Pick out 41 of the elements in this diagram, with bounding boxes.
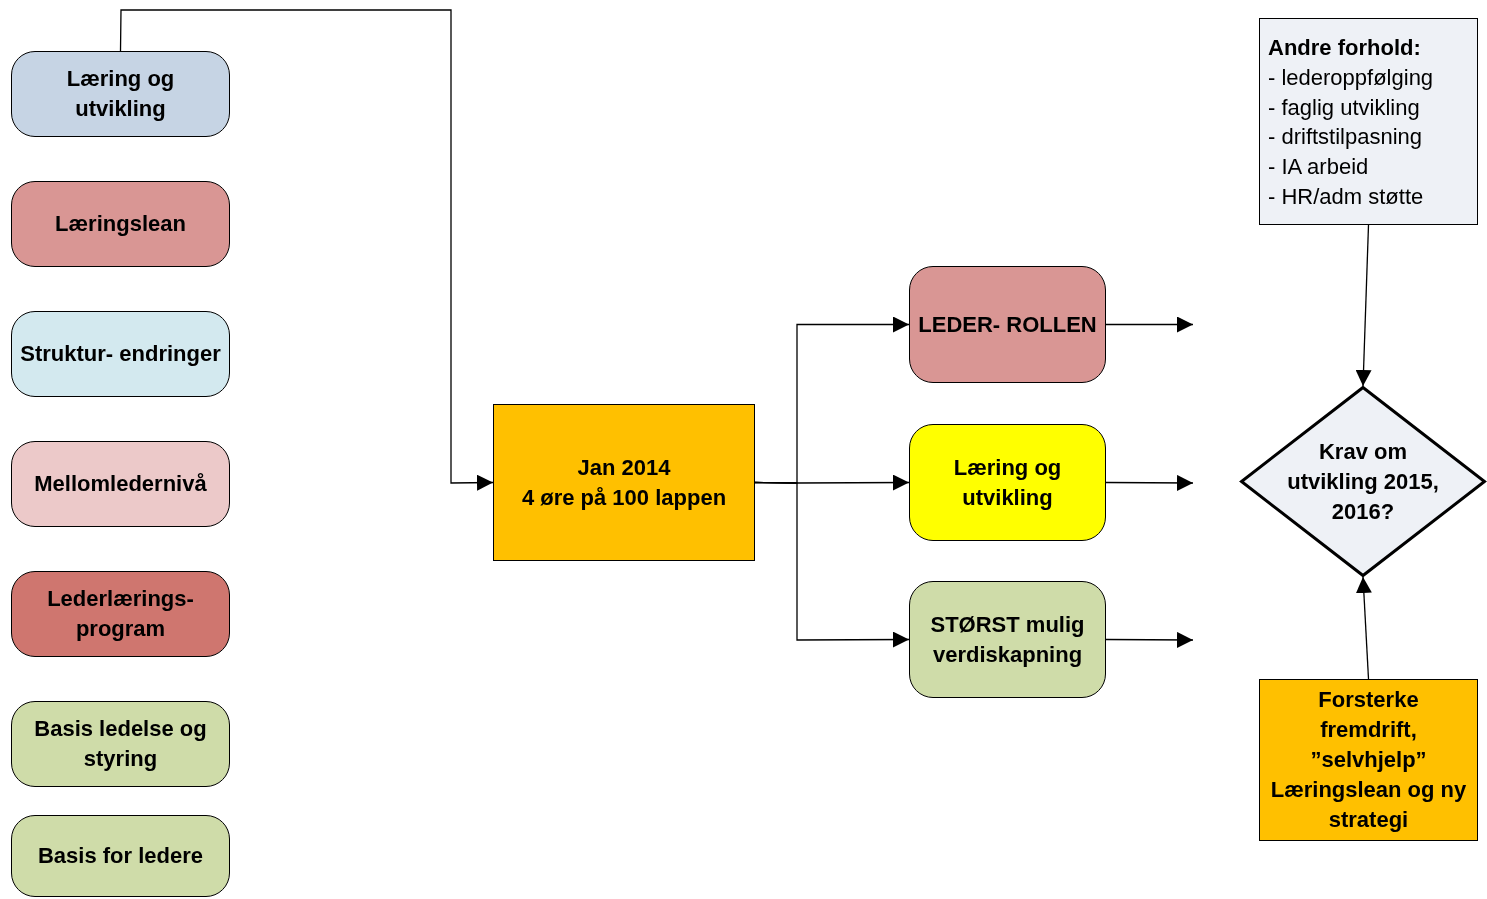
- process-box: [11, 181, 230, 267]
- arrow: [1355, 224, 1372, 387]
- node-label: Jan 2014: [577, 453, 671, 482]
- arrow: [1355, 576, 1372, 680]
- node-label: Basis ledelse og styring: [33, 715, 208, 773]
- list-item: - driftstilpasning: [1268, 123, 1423, 152]
- process-box: [11, 815, 230, 897]
- process-box: [1259, 679, 1478, 841]
- process-box: [11, 311, 230, 397]
- process-box: [11, 571, 230, 657]
- process-box: [11, 441, 230, 527]
- decision-diamond: [1240, 386, 1486, 577]
- process-box: [909, 424, 1106, 541]
- list-item: - lederoppfølging: [1268, 63, 1434, 92]
- arrow: [1105, 316, 1194, 333]
- node-label: LEDER- ROLLEN: [918, 310, 1097, 339]
- node-label: Struktur- endringer: [20, 340, 221, 368]
- node-label: Krav om utvikling 2015, 2016?: [1286, 437, 1440, 526]
- node-label: STØRST mulig verdiskapning: [929, 610, 1086, 669]
- arrow: [1105, 474, 1194, 491]
- process-box: [1259, 18, 1478, 225]
- arrow: [119, 9, 494, 491]
- arrow: [754, 481, 910, 648]
- node-label: Læring og utvikling: [65, 65, 176, 123]
- node-label: Mellomledernivå: [34, 470, 207, 498]
- process-box: [909, 266, 1106, 383]
- node-label: 4 øre på 100 lappen: [521, 483, 727, 512]
- list-item: - HR/adm støtte: [1268, 183, 1424, 211]
- process-box: [493, 404, 755, 561]
- node-label: Læring og utvikling: [952, 453, 1063, 512]
- list-item: - faglig utvikling: [1268, 93, 1420, 122]
- node-label: Læringslean: [55, 210, 186, 238]
- node-label: Basis for ledere: [37, 842, 204, 870]
- box-heading: Andre forhold:: [1268, 34, 1421, 62]
- process-box: [909, 581, 1106, 698]
- process-box: [11, 51, 230, 137]
- arrow: [1105, 631, 1194, 648]
- list-item: - IA arbeid: [1268, 153, 1369, 182]
- node-label: Forsterke fremdrift, ”selvhjelp” Læringslean og ny strategi: [1269, 686, 1468, 834]
- process-box: [11, 701, 230, 787]
- node-label: Lederlærings- program: [46, 585, 195, 643]
